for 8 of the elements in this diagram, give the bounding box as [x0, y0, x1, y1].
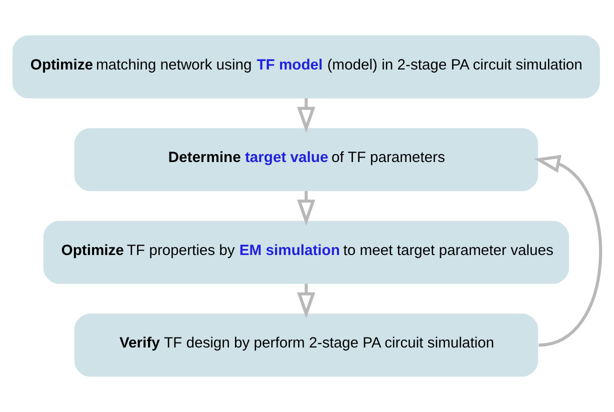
arrow	[297, 98, 316, 133]
node-box: Verify TF design by perform 2-stage PA circuit simulation	[74, 314, 538, 377]
arrow	[297, 190, 316, 226]
node-box: Determine target value of TF parameters	[74, 128, 538, 192]
arrow	[534, 154, 602, 347]
node-box: Optimize matching network using TF model (model) in 2-stage PA circuit simulation	[12, 35, 600, 98]
node-box: Optimize TF properties by EM simulation to meet target parameter values	[43, 220, 570, 284]
arrow	[297, 284, 316, 318]
